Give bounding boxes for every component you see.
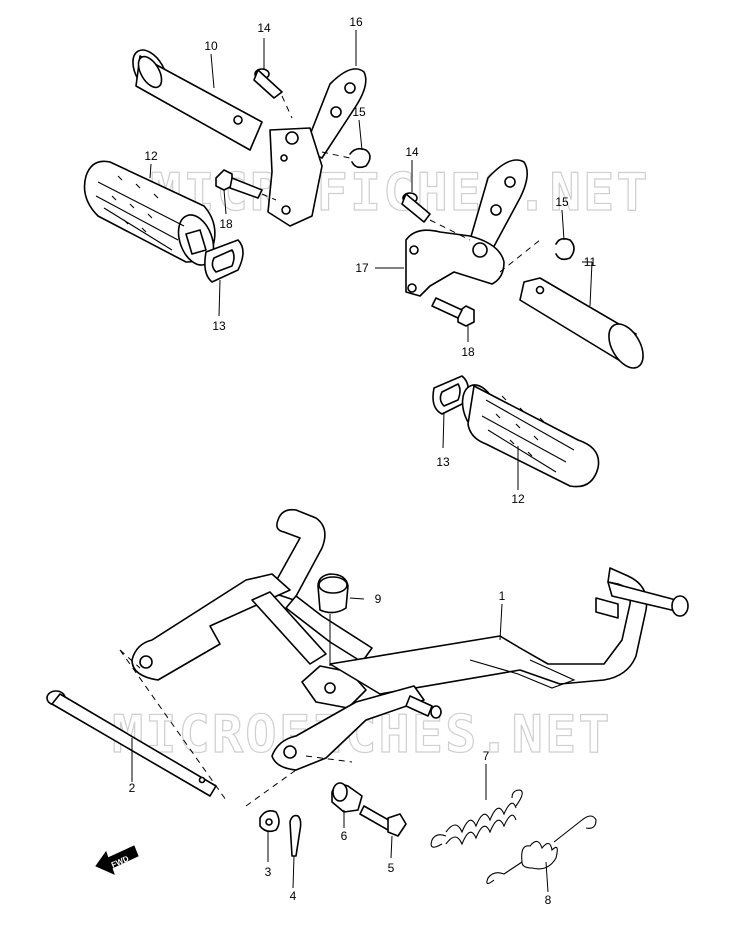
stopper [317, 573, 349, 666]
cotter-pin [289, 814, 302, 857]
callout-14-right: 14 [405, 145, 419, 159]
footrest-peg-right [519, 277, 644, 369]
clip-right [499, 237, 575, 273]
callout-6: 6 [341, 829, 348, 843]
bolt-left [215, 169, 277, 201]
callout-5: 5 [388, 861, 395, 875]
callout-17: 17 [355, 261, 369, 275]
grip-right [461, 384, 600, 488]
callout-11: 11 [584, 255, 597, 269]
spring-lower [486, 815, 597, 885]
callout-2: 2 [129, 781, 136, 795]
washer [259, 810, 280, 833]
callout-18-right: 18 [461, 345, 475, 359]
callout-3: 3 [265, 865, 272, 879]
main-stand [131, 508, 689, 771]
callout-18-left: 18 [219, 217, 233, 231]
washer-left [204, 239, 244, 283]
callout-12-top: 12 [144, 149, 158, 163]
footrest-peg-left [132, 49, 263, 151]
footrest-bracket-left [267, 68, 367, 227]
callout-16: 16 [349, 15, 363, 29]
grip-left [83, 160, 216, 266]
callout-9: 9 [375, 592, 382, 606]
spring-upper [430, 789, 523, 848]
pin-right [401, 192, 471, 241]
callout-4: 4 [290, 889, 297, 903]
bolt-right [431, 297, 475, 327]
callout-13-right: 13 [436, 455, 450, 469]
pivot-shaft [46, 690, 217, 797]
callout-12-bottom: 12 [511, 492, 525, 506]
footrest-bracket-right [405, 159, 528, 297]
callout-14-left: 14 [257, 21, 271, 35]
callout-7: 7 [483, 749, 490, 763]
leader-lines [131, 30, 593, 893]
callout-15-left: 15 [352, 105, 366, 119]
callout-13-left: 13 [212, 319, 226, 333]
collar [331, 782, 363, 813]
callout-8: 8 [545, 893, 552, 907]
bolt [359, 805, 407, 837]
callout-15-right: 15 [555, 195, 569, 209]
callout-10: 10 [204, 39, 218, 53]
clip-left [321, 147, 371, 169]
callout-numbers: 1 2 3 4 5 6 7 8 9 10 11 12 12 13 13 14 1… [129, 15, 597, 907]
fwd-arrow-icon: FWD [95, 845, 139, 875]
pin-left [253, 68, 293, 119]
watermark-top: MICROFICHES.NET [150, 163, 650, 223]
callout-1: 1 [499, 589, 506, 603]
